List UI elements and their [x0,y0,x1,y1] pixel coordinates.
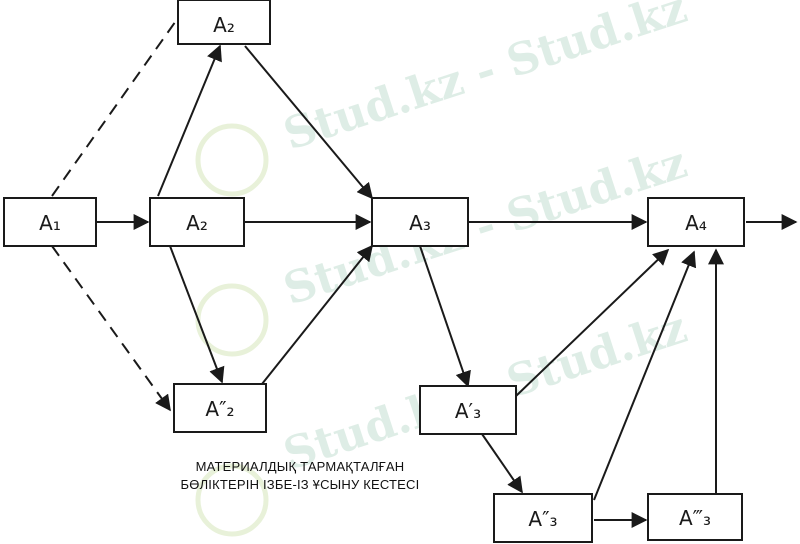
edge-a3prime-a3double [481,433,523,494]
node-a3-double: A″₃ [493,493,593,543]
edge-a1-a2top [51,17,179,197]
node-label: A₂ [186,211,208,235]
watermark-text-1: Stud.kz - Stud.kz [278,0,693,160]
node-a4: A₄ [647,197,745,247]
edge-a1-a2bottom [51,245,171,412]
edge-a3-a3prime [419,245,471,388]
diagram-caption: МАТЕРИАЛДЫҚ ТАРМАҚТАЛҒАН БӨЛІКТЕРІН ІЗБЕ… [120,458,480,494]
node-label: A₃ [409,211,431,235]
node-a3: A₃ [371,197,469,247]
node-label: A″₂ [205,397,234,421]
edge-a2-a2top [157,44,222,197]
node-label: A″₃ [528,507,557,531]
edge-a3prime-a4 [515,248,670,397]
watermark-text-2: Stud.kz - Stud.kz [278,137,693,315]
node-a1: A₁ [3,197,97,247]
edges [51,17,798,528]
node-label: A₁ [39,211,61,235]
caption-line-1: МАТЕРИАЛДЫҚ ТАРМАҚТАЛҒАН [195,459,405,474]
edge-a2top-a3 [244,45,374,200]
node-label: A₄ [685,211,707,235]
nodes: A₂ A₁ A₂ A″₂ A₃ A′₃ A″₃ A‴₃ [3,0,745,543]
node-a2: A₂ [149,197,245,247]
node-a3-triple: A‴₃ [647,493,743,541]
watermark-logo-icon [195,123,269,197]
watermark-logo-icon [195,463,269,537]
node-a2-top: A₂ [177,0,271,45]
edge-a3double-a4 [593,250,697,501]
node-label: A₂ [213,13,235,37]
node-label: A‴₃ [679,506,711,530]
edge-a2bottom-a3 [261,244,373,385]
edge-a2-a2bottom [169,245,225,384]
caption-line-2: БӨЛІКТЕРІН ІЗБЕ-ІЗ ҰСЫНУ КЕСТЕСІ [180,477,420,492]
node-label: A′₃ [455,399,481,423]
node-a3-prime: A′₃ [419,385,517,435]
node-a2-bottom: A″₂ [173,383,267,433]
